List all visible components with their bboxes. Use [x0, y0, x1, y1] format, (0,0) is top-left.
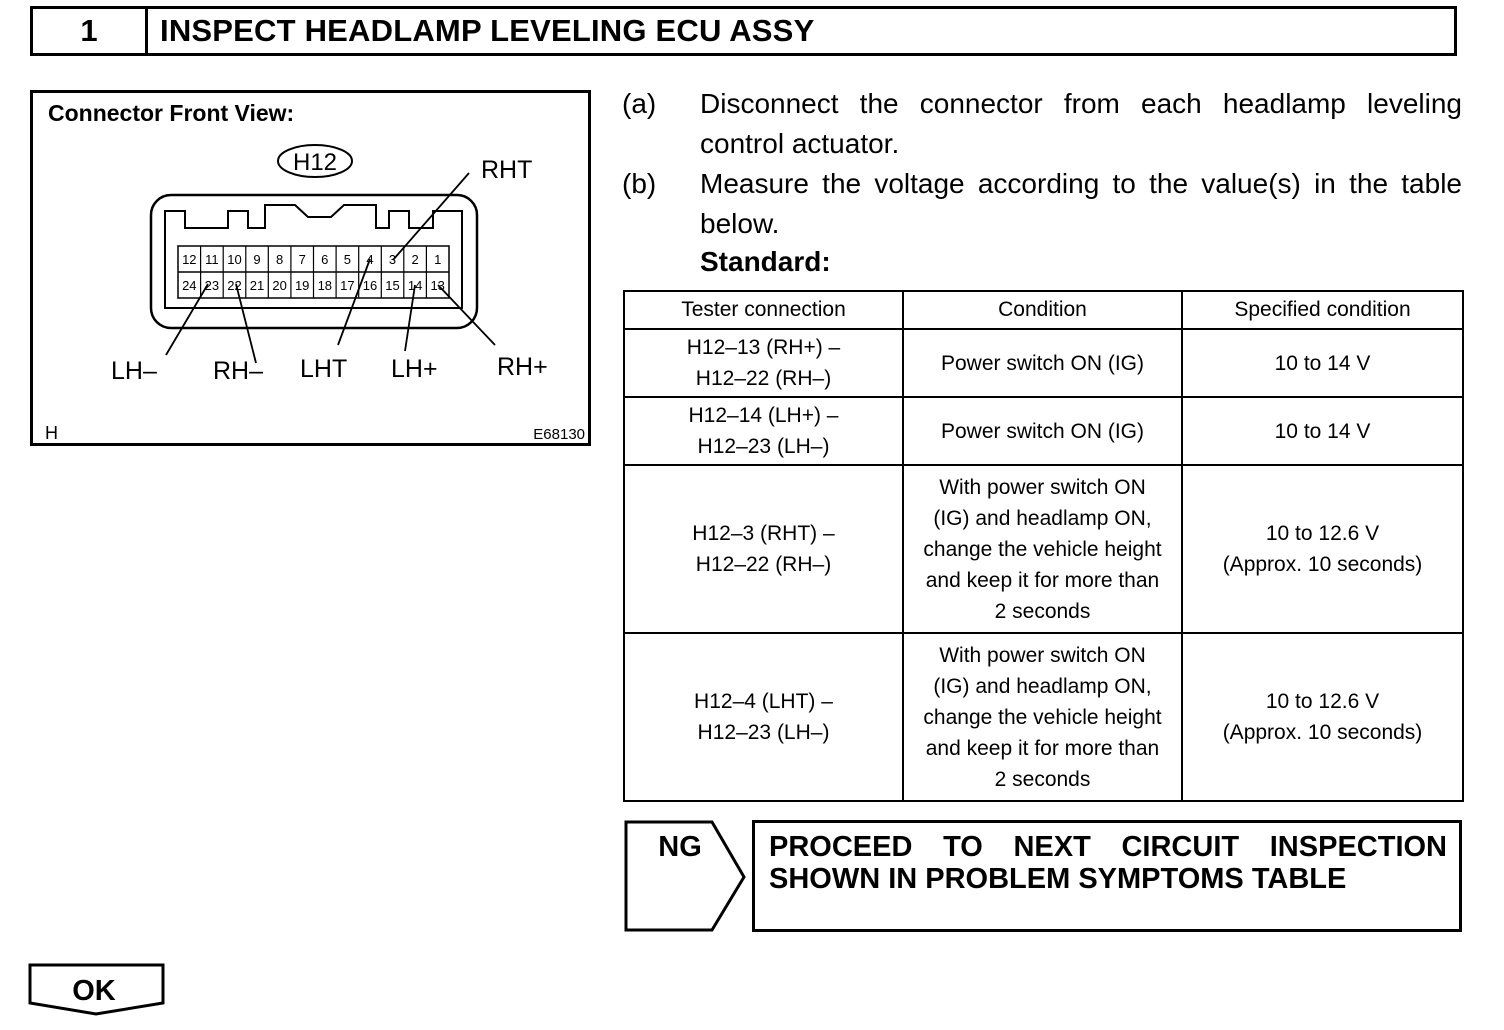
- connector-inner-outline: [164, 204, 463, 309]
- pin-number: 24: [182, 278, 196, 293]
- step-header: 1 INSPECT HEADLAMP LEVELING ECU ASSY: [30, 6, 1457, 56]
- connector-diagram: Connector Front View: H12 12111098765432…: [30, 90, 591, 446]
- lh-plus-leader: [404, 284, 416, 352]
- pin-number: 9: [253, 252, 260, 267]
- pin-number: 23: [205, 278, 219, 293]
- connector-figure: Connector Front View: H12 12111098765432…: [45, 100, 585, 443]
- pin-numbers-bottom: 242322212019181716151413: [182, 278, 445, 293]
- ok-arrow-shape: [28, 963, 165, 1016]
- condition-cell: Power switch ON (IG): [902, 328, 1183, 398]
- label-lh-minus: LH–: [111, 357, 157, 385]
- lh-minus-leader: [165, 283, 209, 356]
- pin-number: 8: [276, 252, 283, 267]
- header-specified-condition: Specified condition: [1181, 290, 1464, 330]
- rh-plus-leader: [437, 284, 496, 346]
- pin-number: 17: [340, 278, 354, 293]
- instruction-a-key: (a): [622, 88, 657, 119]
- condition-cell: Power switch ON (IG): [902, 396, 1183, 466]
- instruction-b-key: (b): [622, 168, 657, 199]
- pin-number: 22: [227, 278, 241, 293]
- lht-leader: [337, 258, 371, 346]
- label-lh-plus: LH+: [391, 355, 438, 383]
- ng-arrow-shape: [624, 820, 746, 932]
- rht-leader: [392, 172, 470, 261]
- label-rht: RHT: [481, 156, 532, 184]
- tester-connection-cell: H12–14 (LH+) – H12–23 (LH–): [623, 396, 904, 466]
- pin-number: 15: [385, 278, 399, 293]
- pin-number: 10: [227, 252, 241, 267]
- condition-cell: With power switch ON (IG) and headlamp O…: [902, 464, 1183, 634]
- table-row: H12–4 (LHT) – H12–23 (LH–) With power sw…: [623, 632, 1464, 802]
- header-tester-connection: Tester connection: [623, 290, 904, 330]
- connector-housing: [149, 193, 479, 330]
- tester-connection-cell: H12–13 (RH+) – H12–22 (RH–): [623, 328, 904, 398]
- step-number: 1: [33, 9, 148, 53]
- table-row: H12–3 (RHT) – H12–22 (RH–) With power sw…: [623, 464, 1464, 634]
- ng-action-text: PROCEED TO NEXT CIRCUIT INSPECTION SHOWN…: [752, 820, 1462, 932]
- specified-condition-cell: 10 to 12.6 V (Approx. 10 seconds): [1181, 632, 1464, 802]
- instruction-b-text: Measure the voltage according to the val…: [700, 168, 1462, 239]
- pin-number: 6: [321, 252, 328, 267]
- pin-number: 16: [363, 278, 377, 293]
- table-header-row: Tester connection Condition Specified co…: [623, 290, 1464, 330]
- condition-cell: With power switch ON (IG) and headlamp O…: [902, 632, 1183, 802]
- instruction-a-text: Disconnect the connector from each headl…: [700, 88, 1462, 159]
- specified-condition-cell: 10 to 14 V: [1181, 396, 1464, 466]
- diagram-title: Connector Front View:: [48, 100, 294, 126]
- pin-number: 5: [344, 252, 351, 267]
- specified-condition-cell: 10 to 12.6 V (Approx. 10 seconds): [1181, 464, 1464, 634]
- label-rh-minus: RH–: [213, 357, 263, 385]
- step-title: INSPECT HEADLAMP LEVELING ECU ASSY: [160, 13, 815, 48]
- leader-lines: [165, 172, 496, 364]
- standard-table: Tester connection Condition Specified co…: [623, 290, 1464, 802]
- table-row: H12–14 (LH+) – H12–23 (LH–) Power switch…: [623, 396, 1464, 466]
- tester-connection-cell: H12–4 (LHT) – H12–23 (LH–): [623, 632, 904, 802]
- pin-number: 12: [182, 252, 196, 267]
- connector-id-label: H12: [293, 149, 337, 176]
- label-rh-plus: RH+: [497, 353, 548, 381]
- connector-id-ellipse: [277, 144, 353, 178]
- ok-result-box: OK: [28, 963, 165, 1016]
- pin-number: 18: [318, 278, 332, 293]
- pin-number: 7: [299, 252, 306, 267]
- ng-label: NG: [658, 831, 702, 863]
- pin-number: 19: [295, 278, 309, 293]
- pin-number: 21: [250, 278, 264, 293]
- ok-label: OK: [72, 975, 116, 1007]
- pin-number: 11: [205, 252, 219, 267]
- diagram-corner-mark: H: [45, 423, 58, 443]
- tester-connection-cell: H12–3 (RHT) – H12–22 (RH–): [623, 464, 904, 634]
- pin-number: 1: [434, 252, 441, 267]
- rh-minus-leader: [235, 283, 257, 364]
- pin-numbers-top: 121110987654321: [182, 252, 441, 267]
- header-condition: Condition: [902, 290, 1183, 330]
- figure-code: E68130: [533, 426, 585, 443]
- label-lht: LHT: [300, 355, 347, 383]
- pin-number: 2: [411, 252, 418, 267]
- pin-number: 20: [272, 278, 286, 293]
- table-row: H12–13 (RH+) – H12–22 (RH–) Power switch…: [623, 328, 1464, 398]
- standard-label: Standard:: [700, 246, 831, 277]
- ng-result-box: NG: [624, 820, 746, 932]
- specified-condition-cell: 10 to 14 V: [1181, 328, 1464, 398]
